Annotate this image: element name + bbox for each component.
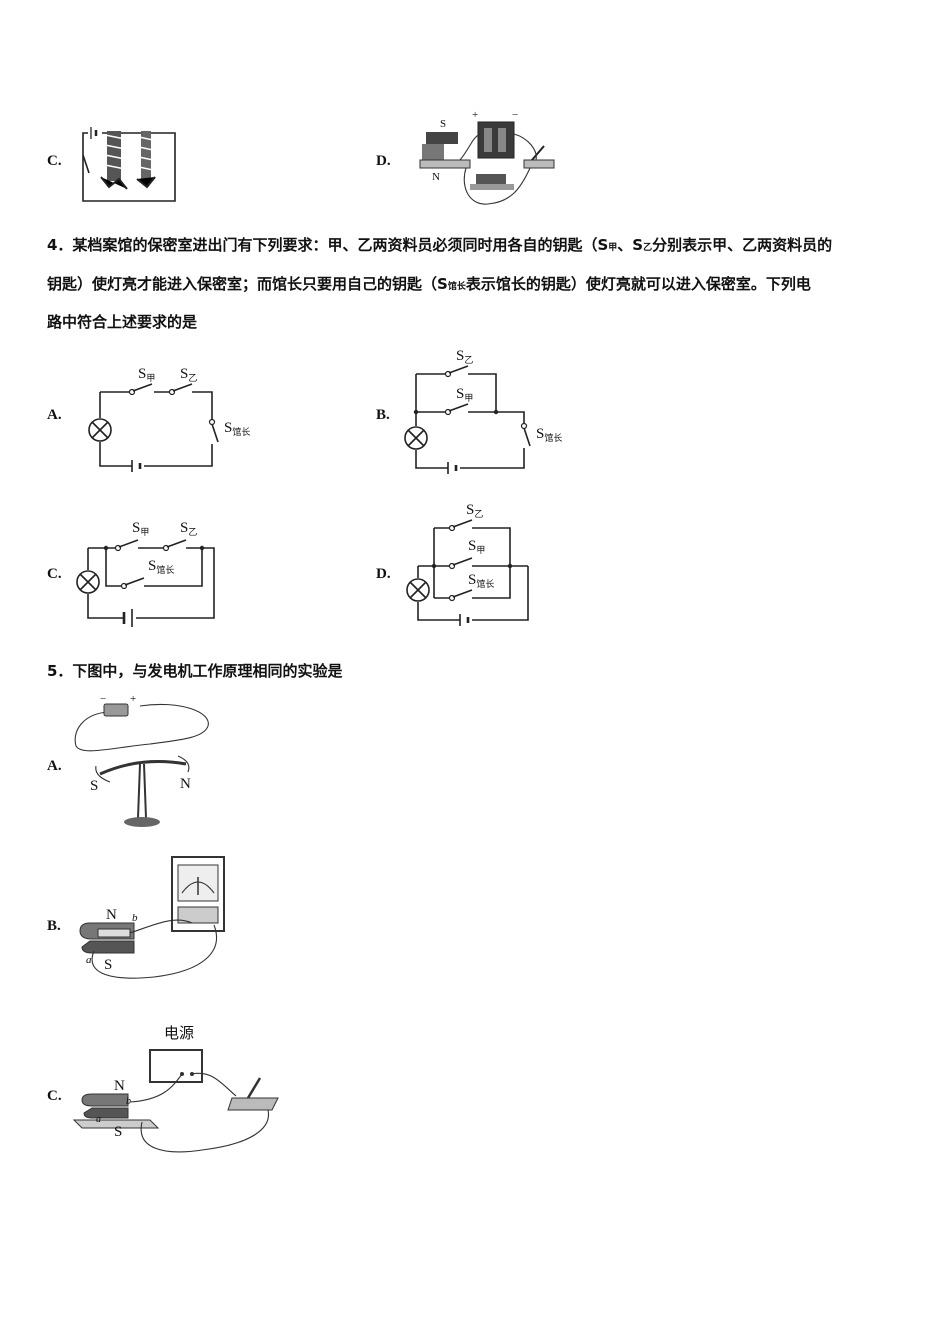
q4-line-3: 路中符合上述要求的是 [47,313,198,331]
q5-question: 5．下图中，与发电机工作原理相同的实验是 [47,662,343,680]
q3-option-c-label: C. [47,153,62,169]
q5a-n: N [180,776,191,792]
q5c-b: b [126,1096,131,1107]
q4-circuit-d: S乙 S甲 S馆长 [406,502,529,626]
q4d-s-guanzhang: S馆长 [468,572,494,589]
q3-option-d-label: D. [376,153,391,169]
q4-line-2: 钥匙）使灯亮才能进入保密室；而馆长只要用自己的钥匙（S馆长表示馆长的钥匙）使灯亮… [47,275,811,293]
q3-option-c-figure [82,127,176,202]
q5c-n: N [114,1078,125,1094]
q5-figure-b: N S b a [79,856,225,979]
q5b-a: a [86,954,92,966]
q5a-s: S [90,778,98,794]
q4-option-d-label: D. [376,566,391,582]
q4-line-1: 4．某档案馆的保密室进出门有下列要求：甲、乙两资料员必须同时用各自的钥匙（S甲、… [47,236,833,254]
q4d-s-jia: S甲 [468,538,485,555]
q5b-n: N [106,907,117,923]
q4-option-c-label: C. [47,566,62,582]
q3-d-minus-label: − [512,109,518,121]
q5-option-b-label: B. [47,918,61,934]
q3-option-d-figure: S N + − [419,109,555,205]
q5-figure-a: − + S N [74,693,209,827]
q4a-s-jia: S甲 [138,366,155,383]
q4c-s-jia: S甲 [132,520,149,537]
q3-d-plus-label: + [472,109,478,121]
q5b-b: b [132,912,138,924]
q5a-minus: − [100,693,106,705]
q4c-s-yi: S乙 [180,520,197,537]
q5c-s: S [114,1124,122,1140]
q5-option-c-label: C. [47,1088,62,1104]
q4a-s-yi: S乙 [180,366,197,383]
q4b-s-guanzhang: S馆长 [536,426,562,443]
q4b-s-jia: S甲 [456,386,473,403]
q5a-plus: + [130,693,136,705]
q4-option-b-label: B. [376,407,390,423]
q4c-s-guanzhang: S馆长 [148,558,174,575]
q4-circuit-c: S甲 S乙 S馆长 [76,520,215,627]
q5-option-a-label: A. [47,758,62,774]
q4-circuit-a: S甲 S乙 S馆长 [88,366,250,472]
q4d-s-yi: S乙 [466,502,483,519]
q4b-s-yi: S乙 [456,348,473,365]
q4-circuit-b: S乙 S甲 S馆长 [404,348,562,474]
q3-d-s-label: S [440,118,446,130]
q5-figure-c: 电源 N S b a [72,1024,279,1153]
q5c-power-label: 电源 [164,1024,194,1042]
q3-d-n-label: N [432,171,440,183]
q4-option-a-label: A. [47,407,62,423]
q5c-a: a [96,1114,101,1125]
q5b-s: S [104,957,112,973]
q4a-s-guanzhang: S馆长 [224,420,250,437]
